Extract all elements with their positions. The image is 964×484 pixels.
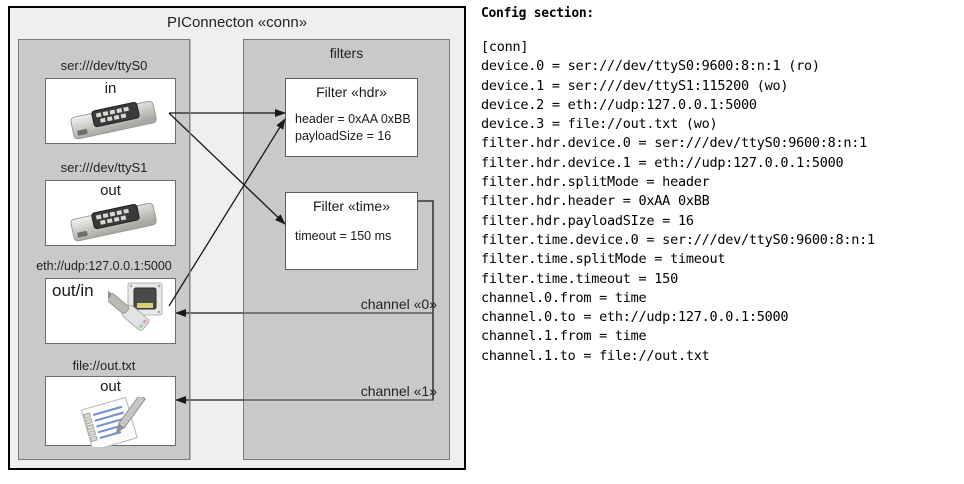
- filters-group-title: filters: [329, 45, 364, 61]
- device-direction-ttyS1: out: [100, 182, 121, 199]
- device-direction-file: out: [100, 378, 121, 395]
- device-label-ttyS0: ser:///dev/ttyS0: [60, 58, 148, 73]
- device-direction-ttyS0: in: [104, 80, 117, 97]
- ethernet-jack-icon: [95, 282, 174, 349]
- serial-port-icon: [66, 100, 162, 148]
- config-line: filter.hdr.splitMode = header: [481, 174, 710, 191]
- config-line: channel.1.to = file://out.txt: [481, 347, 710, 364]
- config-text: [conn] device.0 = ser:///dev/ttyS0:9600:8…: [481, 38, 951, 366]
- config-line: filter.hdr.device.0 = ser:///dev/ttyS0:9…: [481, 135, 868, 152]
- filter-hdr-prop-header: header = 0xAA 0xBB: [295, 112, 411, 126]
- config-line: filter.hdr.device.1 = eth://udp:127.0.0.…: [481, 154, 844, 171]
- device-label-eth: eth://udp:127.0.0.1:5000: [36, 259, 172, 273]
- device-label-file: file://out.txt: [72, 358, 136, 373]
- frame-title: PIConnecton «conn»: [166, 14, 308, 31]
- device-box-ttyS0[interactable]: in: [45, 78, 176, 144]
- filter-time-title: Filter «time»: [312, 198, 391, 214]
- config-line: [conn]: [481, 39, 529, 55]
- config-line: device.0 = ser:///dev/ttyS0:9600:8:n:1 (…: [481, 58, 820, 75]
- filter-box-time[interactable]: Filter «time» timeout = 150 ms: [285, 192, 418, 270]
- config-line: filter.time.splitMode = timeout: [481, 251, 726, 268]
- filter-hdr-title: Filter «hdr»: [316, 84, 387, 100]
- config-section: Config section: [conn] device.0 = ser:///…: [481, 6, 951, 366]
- config-line: channel.0.from = time: [481, 289, 647, 306]
- architecture-diagram: PIConnecton «conn» ser:///dev/ttyS0 in: [8, 6, 466, 470]
- device-box-ttyS1[interactable]: out: [45, 180, 176, 246]
- filter-hdr-prop-payload: payloadSize = 16: [295, 129, 392, 143]
- device-label-ttyS1: ser:///dev/ttyS1: [60, 160, 148, 175]
- config-line: channel.1.from = time: [481, 328, 647, 345]
- config-line: filter.time.timeout = 150: [481, 270, 678, 287]
- config-heading: Config section:: [481, 6, 594, 21]
- device-box-file[interactable]: out: [45, 376, 176, 452]
- config-line: filter.time.device.0 = ser:///dev/ttyS0:…: [481, 231, 875, 248]
- config-line: filter.hdr.payloadSIze = 16: [481, 212, 694, 229]
- channel-0-label: channel «0»: [360, 296, 437, 312]
- filter-time-prop-timeout: timeout = 150 ms: [295, 229, 392, 243]
- config-line: filter.hdr.header = 0xAA 0xBB: [481, 193, 710, 210]
- device-box-eth[interactable]: out/in: [45, 278, 176, 344]
- config-line: device.2 = eth://udp:127.0.0.1:5000: [481, 96, 757, 113]
- device-direction-eth: out/in: [52, 281, 94, 300]
- channel-1-label: channel «1»: [360, 383, 437, 399]
- filter-box-hdr[interactable]: Filter «hdr» header = 0xAA 0xBB payloadS…: [285, 78, 418, 157]
- serial-port-icon: [66, 202, 162, 250]
- config-line: device.1 = ser:///dev/ttyS1:115200 (wo): [481, 77, 789, 94]
- text-file-icon: [78, 394, 154, 452]
- config-line: device.3 = file://out.txt (wo): [481, 116, 718, 133]
- config-line: channel.0.to = eth://udp:127.0.0.1:5000: [481, 309, 789, 326]
